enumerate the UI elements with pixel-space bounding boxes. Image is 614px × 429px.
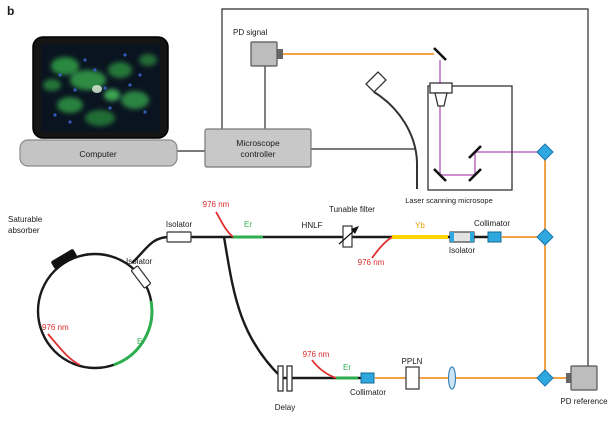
steering-mirror-top [433, 47, 447, 61]
pump-ring-label: 976 nm [42, 323, 69, 332]
er-fiber-ring-segment [113, 300, 154, 367]
ppln-label: PPLN [402, 357, 423, 366]
isolator-ring-label: Isolator [126, 257, 153, 266]
isolator-oscillator-out-label: Isolator [166, 220, 193, 229]
screen-bright-cell [92, 85, 102, 93]
scan-mirror-1 [433, 168, 447, 182]
tunable-filter-label: Tunable filter [329, 205, 375, 214]
er-bottom-label: Er [343, 363, 351, 372]
saturable-absorber-label-line2: absorber [8, 226, 40, 235]
pump-fiber-top [215, 211, 234, 238]
objective-lens [434, 92, 448, 107]
dichroic-mirror-middle [536, 228, 554, 246]
laptop [19, 36, 178, 167]
yb-label: Yb [415, 221, 425, 230]
collimator-top-label: Collimator [474, 219, 510, 228]
computer-label: Computer [79, 149, 116, 159]
collimator-top-component [487, 231, 502, 243]
delay-line [277, 365, 293, 392]
microscope-head [429, 82, 453, 94]
laptop-screen-image [41, 44, 160, 132]
scan-mirror-3 [468, 145, 482, 159]
dichroic-mirror-bottom [536, 369, 554, 387]
pump-fiber-mid [371, 236, 393, 259]
signal-wire-loop [221, 8, 589, 366]
ppln-crystal [405, 366, 420, 390]
pump-fiber-ring [47, 333, 81, 366]
microscope-scan-frame [427, 85, 513, 191]
pump-fiber-bottom [311, 359, 337, 379]
scan-mirror-2 [468, 168, 482, 182]
microscope-body-arm [373, 91, 418, 189]
fiber-splitter-curve [222, 236, 283, 379]
pump-mid-label: 976 nm [358, 258, 385, 267]
dichroic-mirror-top [536, 143, 554, 161]
controller-label-line2: controller [241, 149, 276, 159]
collimator-bottom-component [360, 372, 375, 384]
pd-signal-label: PD signal [233, 28, 267, 37]
pd-reference-detector [566, 365, 598, 391]
saturable-absorber [51, 249, 77, 269]
isolator-after-yb-label: Isolator [449, 246, 476, 255]
controller-label-line1: Microscope [236, 138, 280, 148]
delay-label: Delay [275, 403, 295, 412]
saturable-absorber-label-line1: Saturable [8, 215, 43, 224]
er-top-label: Er [244, 220, 252, 229]
collimator-bottom-label: Collimator [350, 388, 386, 397]
isolator-after-yb [449, 231, 475, 243]
laptop-base [19, 139, 178, 167]
pump-bottom-label: 976 nm [303, 350, 330, 359]
pd-reference-label: PD reference [560, 397, 608, 406]
isolator-oscillator-out [166, 231, 192, 243]
er-ring-label: Er [137, 337, 145, 346]
laser-scanning-microscope-label: Laser scanning microsope [405, 196, 493, 205]
microscope-eyepiece [365, 71, 387, 93]
pd-signal-detector [250, 41, 283, 67]
isolator-ring [130, 265, 152, 289]
focusing-lens [447, 366, 457, 390]
microscope-controller-box [204, 128, 312, 168]
hnlf-label: HNLF [302, 221, 323, 230]
panel-label: b [7, 4, 14, 18]
beam-microscope-path [439, 60, 537, 176]
tunable-filter-arrowhead [351, 226, 359, 234]
pump-top-label: 976 nm [203, 200, 230, 209]
